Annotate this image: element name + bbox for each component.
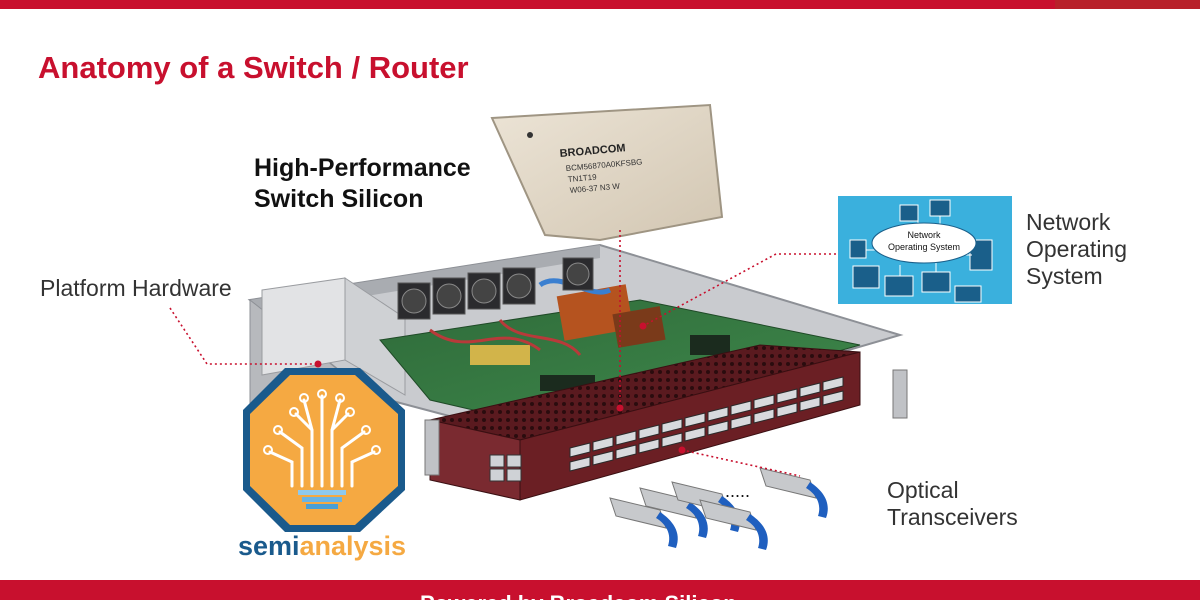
fan-blade-icon: [506, 273, 532, 299]
callout-line-platform-hardware: [169, 307, 318, 365]
power-supply: [261, 277, 346, 376]
chip-brand: BROADCOM: [559, 142, 626, 160]
broadcom-chip: BROADCOM BCM56870A0KFSBG TN1T19 W06-37 N…: [490, 103, 724, 242]
cable: [429, 328, 541, 352]
chip-pin1-dot: [527, 132, 533, 138]
logo-node: [317, 389, 327, 399]
footer-caption: Powered by Broadcom Silicon: [420, 591, 737, 600]
logo-node: [273, 425, 283, 435]
power-supply-top: [344, 277, 406, 396]
chassis: [247, 243, 908, 501]
label-optical-line1: Optical: [887, 477, 959, 503]
fan-blade-icon: [436, 283, 462, 309]
label-nos-line3: System: [1026, 263, 1103, 289]
nos-block: [852, 265, 880, 289]
pcb-component: [690, 335, 730, 355]
logo-wordmark-analysis: analysis: [299, 531, 406, 561]
logo-octagon-inner: [250, 375, 398, 525]
nos-cloud-line1: Network: [907, 230, 941, 240]
logo-node: [345, 407, 355, 417]
qsfp-port-array: [569, 376, 844, 472]
label-optical-line2: Transceivers: [887, 504, 1018, 530]
chip-lot: TN1T19: [567, 172, 597, 184]
cable: [498, 319, 582, 356]
label-switch-silicon-line2: Switch Silicon: [254, 185, 424, 213]
callout-line-nos: [642, 253, 836, 327]
label-nos-line2: Operating: [1026, 236, 1128, 262]
callout-lines: [169, 230, 836, 477]
logo-bulb-base: [306, 504, 338, 509]
label-nos-line1: Network: [1026, 209, 1111, 235]
logo-node: [289, 407, 299, 417]
callout-dot-optical: [678, 446, 686, 454]
mgmt-port: [506, 468, 522, 482]
callout-line-optical: [681, 449, 801, 477]
nos-block: [899, 204, 919, 222]
fan-row: [397, 257, 594, 320]
top-accent-tab: [1055, 0, 1200, 9]
logo-bulb-base: [298, 490, 346, 495]
mgmt-port: [506, 454, 522, 468]
logo-wordmark: semianalysis: [238, 531, 406, 561]
nos-cloud: [871, 222, 977, 264]
logo-node: [263, 445, 273, 455]
slide-title: Anatomy of a Switch / Router: [38, 50, 469, 85]
rack-ear-left: [424, 419, 440, 476]
nos-block: [921, 271, 951, 293]
nos-diagram: Network Operating System: [838, 196, 1012, 304]
callout-dot-switch-silicon: [616, 404, 624, 412]
optical-transceivers: .....: [609, 467, 828, 550]
rack-ear-right: [892, 369, 908, 419]
transceiver: [699, 499, 768, 550]
callout-dot-nos: [639, 322, 647, 330]
pcb-component: [470, 345, 530, 365]
nos-block: [929, 199, 951, 217]
chip-date-code: W06-37 N3 W: [569, 182, 620, 195]
callout-dot-platform-hardware: [314, 360, 322, 368]
logo-tree-icon: [268, 394, 376, 488]
switch-asic-on-board: [612, 306, 666, 348]
logo-node: [371, 445, 381, 455]
nos-cloud-line2: Operating System: [888, 242, 960, 252]
logo-node: [335, 393, 345, 403]
fan-blade-icon: [566, 262, 590, 286]
nos-block: [954, 285, 982, 303]
chip-body: [490, 103, 724, 242]
nos-block: [884, 275, 914, 297]
fan-blade-icon: [401, 288, 427, 314]
mgmt-port: [489, 454, 505, 468]
semianalysis-logo: semianalysis: [238, 368, 406, 561]
mgmt-port: [489, 468, 505, 482]
bottom-accent-bar: Powered by Broadcom Silicon: [0, 580, 1200, 600]
transceiver: [639, 487, 708, 538]
label-platform-hardware: Platform Hardware: [40, 275, 232, 301]
pcb-component: [556, 284, 634, 341]
logo-bulb-base: [302, 497, 342, 502]
logo-node: [299, 393, 309, 403]
top-accent-bar: [0, 0, 1200, 9]
transceiver: [759, 467, 828, 518]
label-switch-silicon-line1: High-Performance: [254, 154, 471, 182]
logo-node: [361, 425, 371, 435]
nos-block: [849, 239, 867, 259]
logo-wordmark-semi: semi: [238, 531, 300, 561]
transceiver: [609, 497, 678, 548]
transceiver-ellipsis: .....: [725, 481, 750, 501]
fan-blade-icon: [471, 278, 497, 304]
